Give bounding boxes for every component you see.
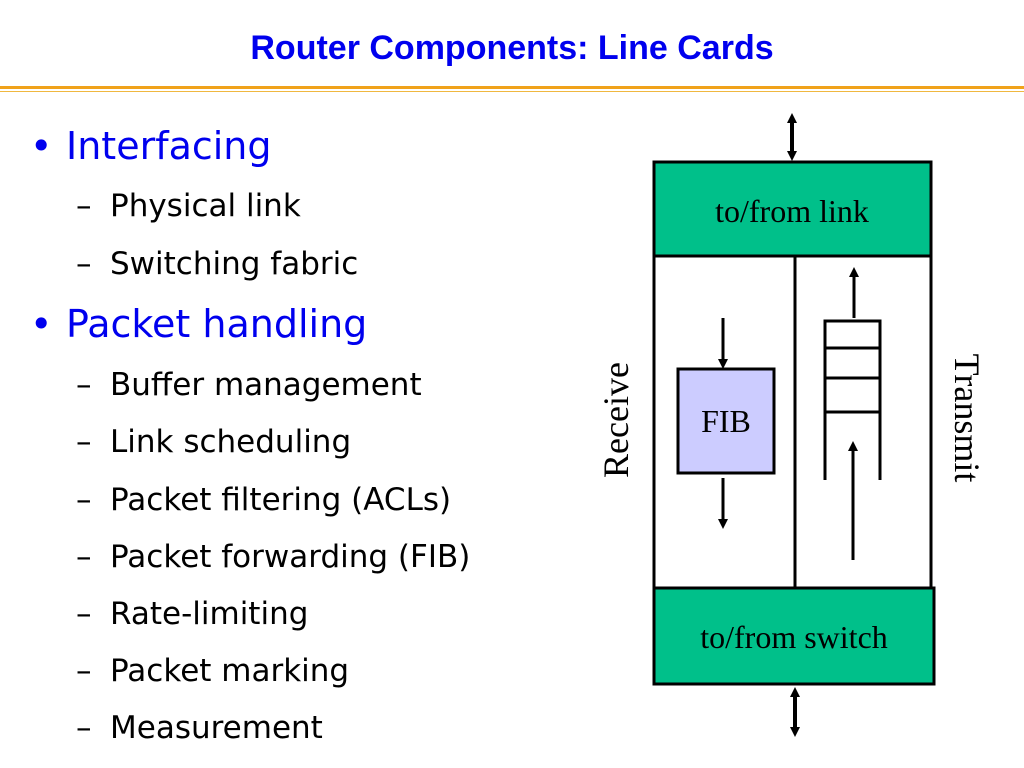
dash-icon: – bbox=[76, 539, 92, 575]
sub-bullet-label: Measurement bbox=[110, 710, 323, 746]
title-divider-thin bbox=[0, 91, 1024, 92]
sub-bullet: –Measurement bbox=[76, 709, 323, 747]
sub-bullet-label: Buffer management bbox=[110, 367, 422, 403]
slide-title: Router Components: Line Cards bbox=[250, 29, 774, 67]
sub-bullet-label: Link scheduling bbox=[110, 424, 352, 460]
sub-bullet-label: Switching fabric bbox=[110, 246, 359, 282]
dash-icon: – bbox=[76, 367, 92, 403]
sub-bullet: –Link scheduling bbox=[76, 423, 351, 461]
transmit-label: Transmit bbox=[947, 354, 987, 483]
sub-bullet-label: Packet filtering (ACLs) bbox=[110, 482, 452, 518]
sub-bullet: –Packet forwarding (FIB) bbox=[76, 538, 470, 576]
sub-bullet-label: Packet marking bbox=[110, 653, 350, 689]
bullet-dot-icon: • bbox=[30, 302, 53, 346]
dash-icon: – bbox=[76, 653, 92, 689]
link-interface-label: to/from link bbox=[715, 193, 869, 229]
bullet-packet-handling: • Packet handling bbox=[30, 302, 367, 346]
sub-bullet: –Switching fabric bbox=[76, 245, 358, 283]
dash-icon: – bbox=[76, 246, 92, 282]
sub-bullet: –Buffer management bbox=[76, 366, 422, 404]
sub-bullet-label: Rate-limiting bbox=[110, 596, 309, 632]
dash-icon: – bbox=[76, 710, 92, 746]
dash-icon: – bbox=[76, 424, 92, 460]
link-interface-box bbox=[652, 160, 933, 258]
dash-icon: – bbox=[76, 482, 92, 518]
sub-bullet-label: Packet forwarding (FIB) bbox=[110, 539, 471, 575]
sub-bullet: –Rate-limiting bbox=[76, 595, 308, 633]
dash-icon: – bbox=[76, 596, 92, 632]
switch-interface-label: to/from switch bbox=[700, 619, 888, 655]
fib-box bbox=[676, 367, 776, 475]
sub-bullet: –Physical link bbox=[76, 187, 301, 225]
fib-label: FIB bbox=[701, 403, 751, 439]
bullet-dot-icon: • bbox=[30, 124, 53, 168]
sub-bullet-label: Physical link bbox=[110, 188, 301, 224]
switch-interface-box bbox=[652, 586, 936, 686]
bullet-interfacing: • Interfacing bbox=[30, 124, 272, 168]
transmit-queue-icon bbox=[823, 319, 882, 480]
title-divider bbox=[0, 86, 1024, 89]
bullet-label: Packet handling bbox=[66, 302, 368, 346]
receive-label: Receive bbox=[596, 362, 636, 478]
bullet-label: Interfacing bbox=[66, 124, 272, 168]
sub-bullet: –Packet marking bbox=[76, 652, 349, 690]
sub-bullet: –Packet filtering (ACLs) bbox=[76, 481, 451, 519]
dash-icon: – bbox=[76, 188, 92, 224]
